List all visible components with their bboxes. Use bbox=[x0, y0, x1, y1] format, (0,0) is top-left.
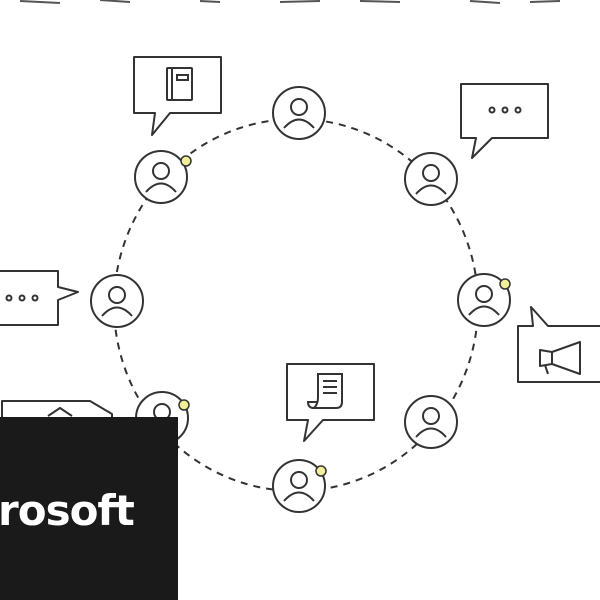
person-node-left bbox=[90, 274, 144, 328]
notification-dot bbox=[499, 278, 511, 290]
scroll-bubble bbox=[286, 363, 375, 442]
brand-block: rosoft bbox=[0, 417, 178, 600]
person-node-bottom bbox=[272, 459, 327, 513]
book-icon bbox=[166, 67, 193, 101]
ellipsis-bubble-top-right bbox=[460, 83, 549, 159]
ellipsis-bubble-left bbox=[0, 270, 79, 326]
scroll-icon bbox=[306, 373, 343, 409]
ellipsis-icon bbox=[5, 294, 39, 302]
document-icon bbox=[47, 406, 73, 417]
person-node-lower-right bbox=[404, 395, 458, 449]
book-bubble bbox=[133, 56, 222, 136]
person-node-upper-right bbox=[404, 152, 458, 206]
notification-dot bbox=[178, 399, 190, 411]
brand-logotype: rosoft bbox=[0, 486, 135, 535]
megaphone-icon bbox=[539, 341, 581, 375]
person-node-top bbox=[272, 86, 326, 140]
notification-dot bbox=[315, 465, 327, 477]
person-node-right bbox=[457, 273, 511, 327]
person-node-upper-left bbox=[134, 150, 192, 204]
notification-dot bbox=[180, 155, 192, 167]
top-cropped-strokes bbox=[19, 0, 561, 4]
ellipsis-icon bbox=[488, 106, 522, 114]
megaphone-bubble bbox=[517, 306, 600, 383]
